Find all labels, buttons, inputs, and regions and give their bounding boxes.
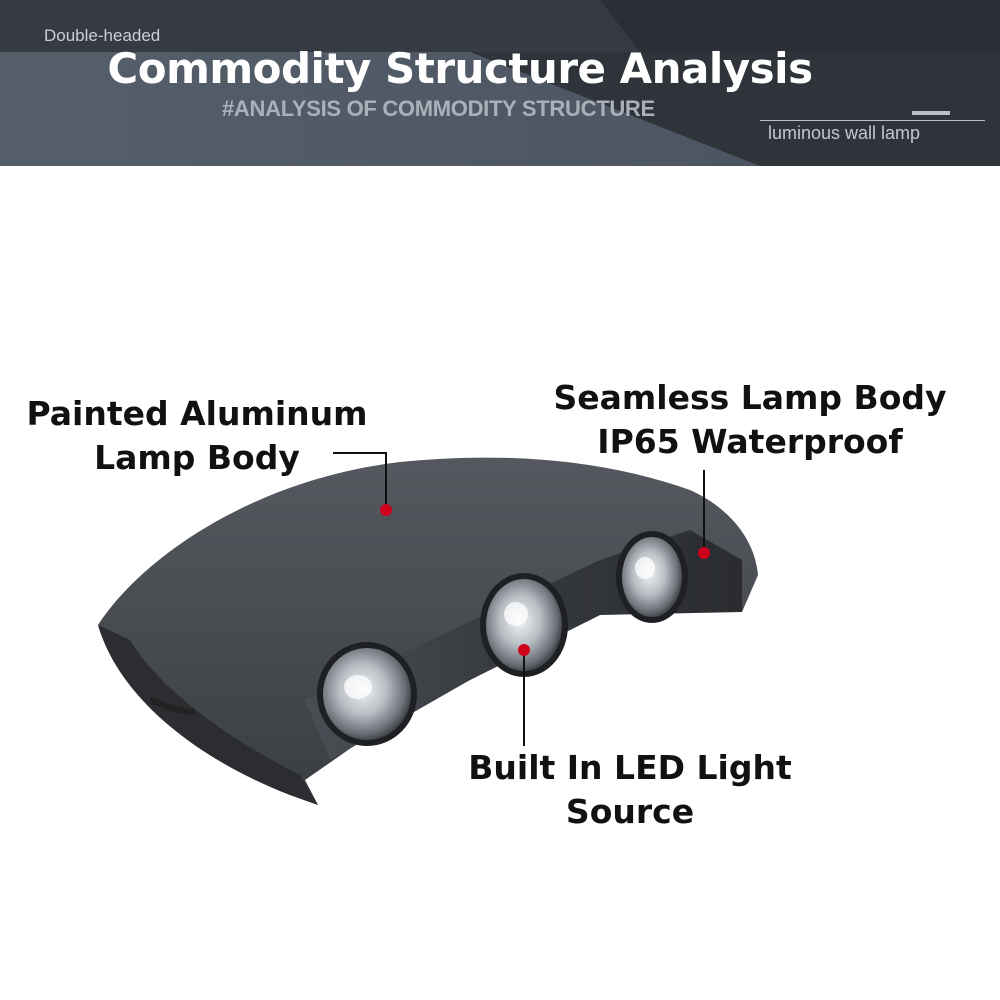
callout-seamless-line2: IP65 Waterproof (597, 421, 903, 461)
decorative-bar (912, 111, 950, 115)
callout-led-line1: Built In LED Light Source (468, 748, 792, 831)
banner-background (0, 0, 1000, 166)
marker-dot-led (518, 644, 530, 656)
page-title: Commodity Structure Analysis (107, 44, 813, 93)
header-banner: Double-headed Commodity Structure Analys… (0, 0, 1000, 166)
page-subtitle: #ANALYSIS OF COMMODITY STRUCTURE (222, 96, 655, 121)
led-lens-right (616, 531, 688, 623)
callout-aluminum-line1: Painted Aluminum (26, 394, 368, 433)
led-lens-center (480, 573, 568, 677)
callout-aluminum-line2: Lamp Body (94, 437, 300, 477)
banner-tag-bottom: luminous wall lamp (768, 123, 921, 143)
callout-seamless-line1: Seamless Lamp Body (553, 378, 947, 417)
callout-led-source: Built In LED Light Source (400, 746, 860, 833)
lamp-product-image (98, 452, 758, 805)
decorative-line (760, 120, 985, 121)
callout-aluminum-body: Painted Aluminum Lamp Body (22, 392, 372, 479)
led-lens-left (317, 642, 417, 746)
leader-line-body (333, 452, 387, 510)
banner-tag-top: Double-headed (44, 26, 161, 45)
callout-seamless-body: Seamless Lamp Body IP65 Waterproof (545, 376, 955, 463)
marker-dot-body (380, 504, 392, 516)
marker-dot-seamless (698, 547, 710, 559)
